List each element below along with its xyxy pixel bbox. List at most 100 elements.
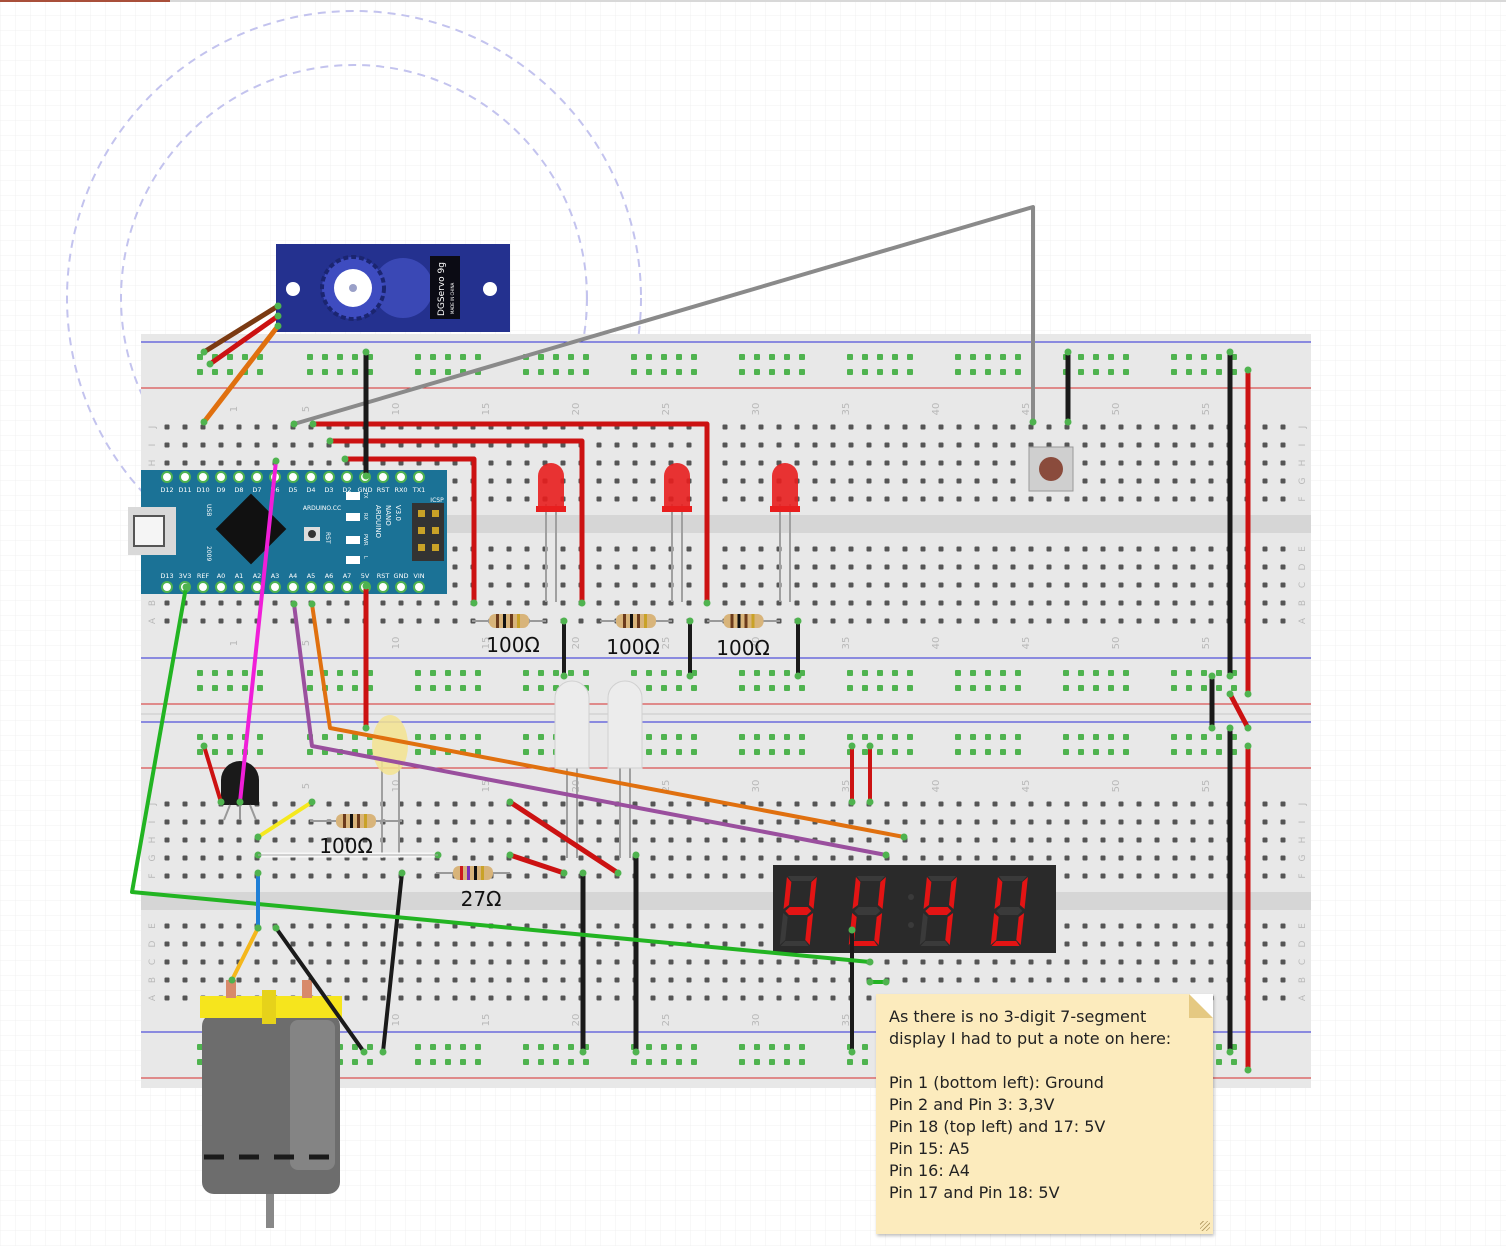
terminal-hole [1154, 496, 1160, 502]
rail-hole [1063, 685, 1069, 691]
rail-hole [352, 369, 358, 375]
l-label: L [362, 556, 368, 559]
note-resize-handle[interactable] [1200, 1221, 1210, 1231]
terminal-hole [200, 959, 206, 965]
arduino-pin [233, 471, 245, 483]
terminal-hole [200, 977, 206, 983]
terminal-hole [668, 959, 674, 965]
display-segment [991, 941, 1020, 946]
terminal-hole [380, 959, 386, 965]
ground-rail-wire [1226, 724, 1234, 1056]
terminal-hole [1280, 582, 1286, 588]
rail-hole [583, 1059, 589, 1065]
terminal-hole [434, 995, 440, 1001]
terminal-hole [686, 977, 692, 983]
terminal-hole [740, 837, 746, 843]
terminal-hole [974, 564, 980, 570]
terminal-hole [704, 959, 710, 965]
terminal-hole [758, 837, 764, 843]
terminal-hole [1172, 923, 1178, 929]
terminal-hole [236, 618, 242, 624]
rail-hole [862, 1044, 868, 1050]
pin-label: TX1 [412, 486, 426, 494]
rail-hole [307, 685, 313, 691]
terminal-hole [560, 582, 566, 588]
terminal-hole [1046, 819, 1052, 825]
resistor-label: 100Ω [319, 834, 372, 858]
button-cap [1039, 457, 1063, 481]
terminal-hole [1190, 959, 1196, 965]
motor-terminal-block [262, 990, 276, 1024]
rail-hole [676, 354, 682, 360]
wire-end [866, 958, 874, 966]
rail-hole [568, 354, 574, 360]
note-line: Pin 1 (bottom left): Ground [889, 1073, 1104, 1092]
terminal-hole [992, 496, 998, 502]
rail-hole [646, 685, 652, 691]
rail-hole [538, 685, 544, 691]
rail-hole [799, 1044, 805, 1050]
rail-hole [739, 1059, 745, 1065]
rail-hole [538, 354, 544, 360]
wire-end [1244, 366, 1252, 374]
terminal-hole [1136, 582, 1142, 588]
terminal-hole [722, 424, 728, 430]
terminal-hole [362, 941, 368, 947]
ground-wire [362, 348, 370, 480]
wire-end [1244, 690, 1252, 698]
terminal-hole [488, 837, 494, 843]
terminal-hole [1136, 442, 1142, 448]
terminal-hole [1082, 582, 1088, 588]
rail-hole [460, 1059, 466, 1065]
terminal-hole [704, 977, 710, 983]
terminal-hole [290, 977, 296, 983]
rail-hole [523, 369, 529, 375]
rail-hole [307, 369, 313, 375]
display-digit [919, 876, 957, 946]
rail-hole [985, 734, 991, 740]
terminal-hole [416, 819, 422, 825]
terminal-hole [794, 801, 800, 807]
terminal-hole [434, 442, 440, 448]
icsp-label: ICSP [430, 497, 444, 504]
pin-label: A1 [235, 572, 244, 580]
column-number: 55 [1201, 403, 1212, 416]
terminal-hole [1190, 442, 1196, 448]
rail-hole [352, 670, 358, 676]
button-signal-wire [290, 205, 1037, 428]
terminal-hole [470, 977, 476, 983]
terminal-hole [902, 618, 908, 624]
column-number: 50 [1111, 637, 1122, 650]
rail-hole [1078, 734, 1084, 740]
wire-end [470, 599, 478, 607]
terminal-hole [794, 442, 800, 448]
rail-hole [739, 734, 745, 740]
terminal-hole [1172, 819, 1178, 825]
usb-port [133, 515, 165, 547]
terminal-hole [1154, 801, 1160, 807]
column-number: 15 [481, 403, 492, 416]
rail-hole [676, 1059, 682, 1065]
terminal-hole [974, 855, 980, 861]
rail-hole [538, 670, 544, 676]
terminal-hole [1262, 618, 1268, 624]
rail-hole [1201, 354, 1207, 360]
wire-path [274, 926, 366, 1054]
display-segment [990, 913, 999, 945]
pin-label: D4 [306, 486, 315, 494]
rail-hole [799, 749, 805, 755]
rail-hole [985, 369, 991, 375]
terminal-hole [974, 424, 980, 430]
terminal-hole [452, 478, 458, 484]
terminal-hole [1136, 819, 1142, 825]
wire-end [362, 724, 370, 732]
terminal-hole [1046, 424, 1052, 430]
column-number: 35 [841, 780, 852, 793]
terminal-hole [1010, 478, 1016, 484]
terminal-hole [254, 600, 260, 606]
arduino-pin [233, 581, 245, 593]
rail-hole [631, 369, 637, 375]
resistor-band [623, 614, 626, 628]
